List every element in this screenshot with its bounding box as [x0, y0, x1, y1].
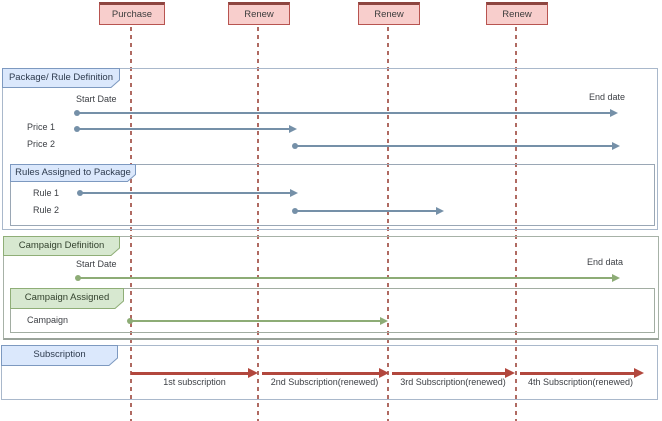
package-validity-arrow: [74, 109, 618, 117]
price2-label: Price 2: [27, 139, 56, 149]
arrowhead-icon: [289, 125, 297, 133]
arrow-shaft: [520, 372, 636, 375]
arrow-shaft: [295, 145, 614, 147]
package-rule-lane: [2, 68, 658, 230]
package-end-date-label: End date: [589, 92, 626, 102]
subscription-arrow-1: [131, 368, 258, 378]
campaign-assigned-arrow: [127, 317, 388, 325]
subscription-lane: [1, 345, 658, 400]
campaign-label: Campaign: [27, 315, 69, 325]
lifeline-renew-2: [387, 27, 389, 421]
event-box-renew-2: Renew: [358, 2, 420, 25]
arrow-shaft: [130, 320, 382, 322]
rules-assigned-tab: Rules Assigned to Package: [10, 164, 136, 182]
campaign-assigned-title: Campaign Assigned: [24, 292, 110, 303]
arrow-shaft: [80, 192, 292, 194]
arrow-shaft: [392, 372, 507, 375]
event-box-purchase: Purchase: [99, 2, 165, 25]
arrowhead-icon: [612, 274, 620, 282]
subscription-segment-label-4: 4th Subscription(renewed): [527, 377, 634, 387]
arrowhead-icon: [634, 368, 644, 378]
package-start-date-label: Start Date: [76, 94, 117, 104]
arrowhead-icon: [248, 368, 258, 378]
subscription-arrow-2: [262, 368, 389, 378]
campaign-start-date-label: Start Date: [76, 259, 117, 269]
lifeline-purchase: [130, 27, 132, 421]
subscription-arrow-4: [520, 368, 644, 378]
subscription-segment-label-3: 3rd Subscription(renewed): [400, 377, 506, 387]
arrow-shaft: [131, 372, 250, 375]
campaign-end-date-label: End data: [587, 257, 624, 267]
campaign-assigned-tab: Campaign Assigned: [10, 288, 124, 309]
event-box-renew-1: Renew: [228, 2, 290, 25]
arrow-shaft: [77, 128, 291, 130]
rules-assigned-title: Rules Assigned to Package: [15, 167, 131, 178]
price1-label: Price 1: [27, 122, 56, 132]
subscription-segment-label-2: 2nd Subscription(renewed): [270, 377, 379, 387]
arrowhead-icon: [505, 368, 515, 378]
price1-arrow: [74, 125, 297, 133]
tab-shape: [10, 288, 124, 309]
rule1-label: Rule 1: [33, 188, 60, 198]
arrowhead-icon: [380, 317, 388, 325]
rule1-arrow: [77, 189, 298, 197]
subscription-lane-tab: Subscription: [1, 345, 118, 366]
subscription-lane-title: Subscription: [33, 349, 86, 360]
rule2-label: Rule 2: [33, 205, 60, 215]
arrow-shaft: [78, 277, 614, 279]
arrowhead-icon: [290, 189, 298, 197]
event-box-renew-3: Renew: [486, 2, 548, 25]
lifeline-renew-1: [257, 27, 259, 421]
arrow-shaft: [262, 372, 381, 375]
campaign-assigned-box: [10, 288, 655, 333]
campaign-validity-arrow: [75, 274, 620, 282]
rules-assigned-box: [10, 164, 655, 226]
arrow-shaft: [295, 210, 438, 212]
rule2-arrow: [292, 207, 444, 215]
arrowhead-icon: [436, 207, 444, 215]
price2-arrow: [292, 142, 620, 150]
arrowhead-icon: [612, 142, 620, 150]
tab-shape: [2, 68, 120, 88]
tab-shape: [1, 345, 118, 366]
package-rule-lane-title: Package/ Rule Definition: [8, 72, 114, 83]
package-rule-lane-tab: Package/ Rule Definition: [2, 68, 120, 88]
campaign-lane-tab: Campaign Definition: [3, 236, 120, 256]
campaign-lane: [3, 236, 659, 340]
lifeline-renew-3: [515, 27, 517, 421]
subscription-segment-label-1: 1st subscription: [163, 377, 226, 387]
campaign-lane-title: Campaign Definition: [18, 240, 105, 251]
arrow-shaft: [77, 112, 612, 114]
tab-shape: [3, 236, 120, 256]
subscription-arrow-3: [392, 368, 515, 378]
arrowhead-icon: [610, 109, 618, 117]
tab-shape: [10, 164, 136, 182]
arrowhead-icon: [379, 368, 389, 378]
